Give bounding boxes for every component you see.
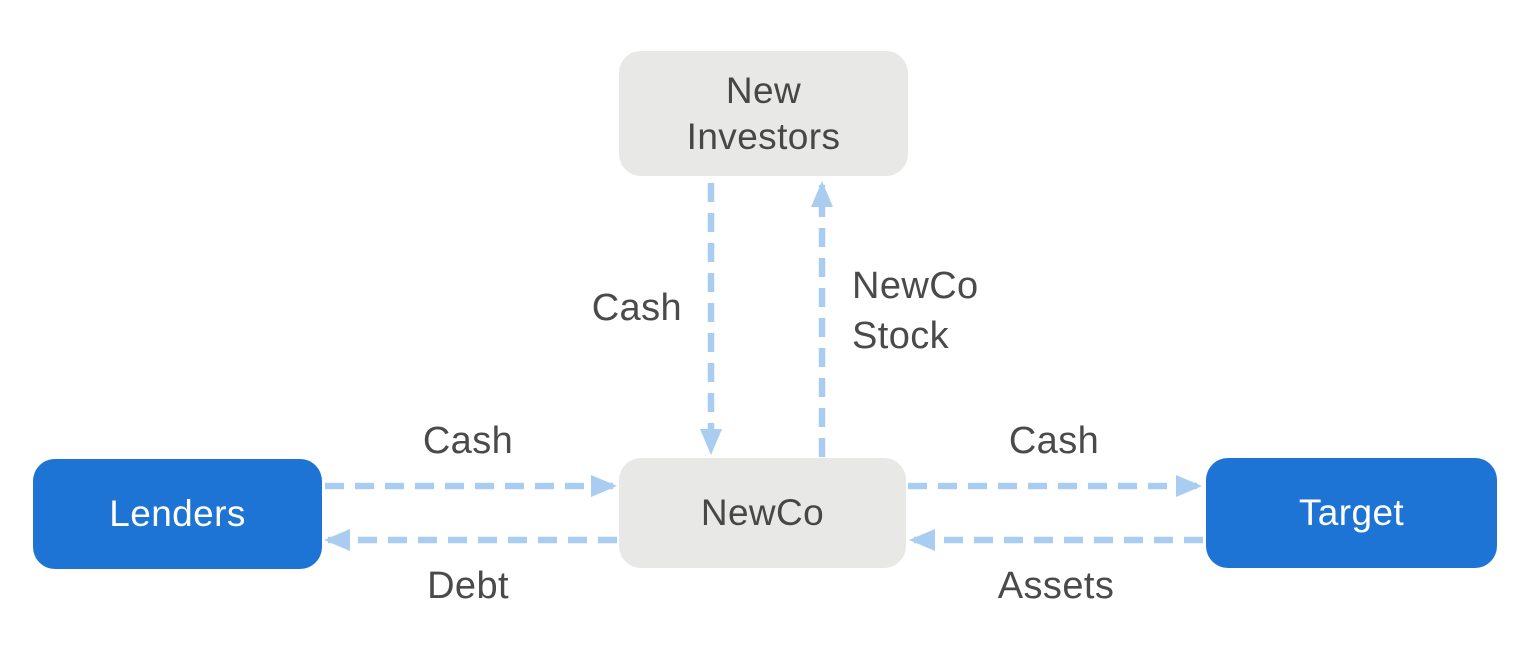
node-new-investors-label: New Investors [686, 70, 841, 157]
node-target-label: Target [1298, 492, 1405, 534]
edge-label-cash-newco-to-target: Cash [1008, 420, 1100, 462]
node-newco: NewCo [619, 458, 906, 568]
edge-label-debt: Debt [427, 565, 509, 607]
node-new-investors: New Investors [619, 51, 908, 176]
node-lenders-label: Lenders [109, 493, 246, 535]
edge-label-newco-stock: NewCo Stock [852, 265, 979, 357]
node-newco-label: NewCo [700, 492, 825, 534]
edge-label-cash-lenders-to-newco: Cash [422, 420, 514, 462]
node-target: Target [1206, 458, 1497, 568]
edge-label-assets: Assets [997, 565, 1115, 607]
edge-label-cash-investors-to-newco: Cash [591, 287, 682, 329]
node-lenders: Lenders [33, 459, 322, 569]
